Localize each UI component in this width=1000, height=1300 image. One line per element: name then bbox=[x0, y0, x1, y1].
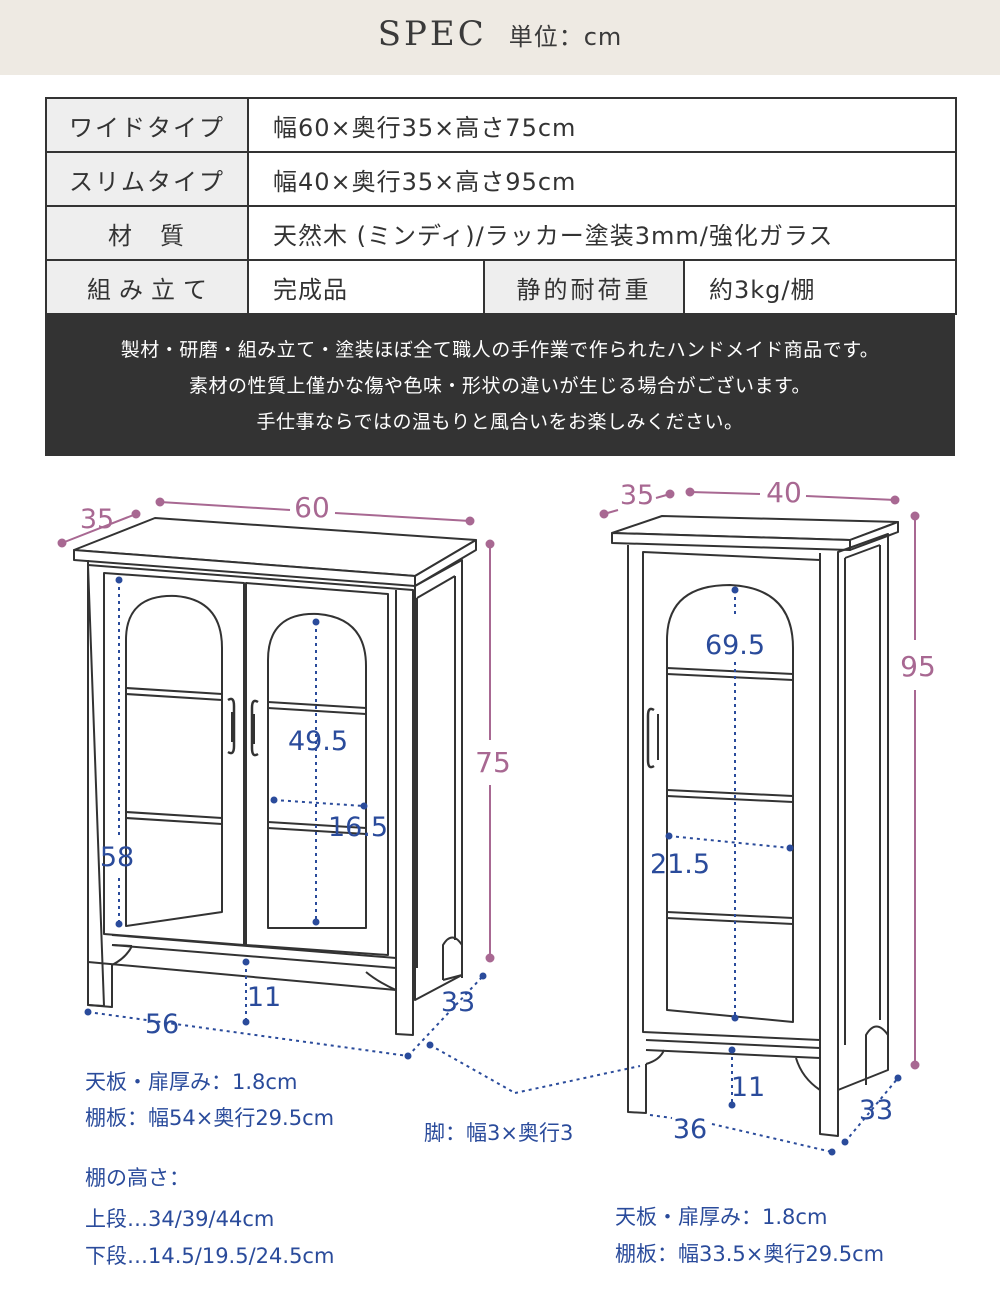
note-line: 手仕事ならではの温もりと風合いをお楽しみください。 bbox=[256, 410, 744, 433]
wide-shelf-depth-label: 16.5 bbox=[328, 812, 388, 843]
wide-height-label: 75 bbox=[475, 746, 511, 779]
slim-outer-dimensions bbox=[599, 487, 920, 1070]
wide-shelf-size: 棚板：幅54×奥行29.5cm bbox=[85, 1106, 335, 1130]
slim-shelf-size: 棚板：幅33.5×奥行29.5cm bbox=[615, 1242, 885, 1266]
slim-shelf-depth-label: 21.5 bbox=[650, 849, 710, 880]
wide-inner-height-label: 58 bbox=[100, 842, 134, 873]
table-row: スリムタイプ 幅40×奥行35×高さ95cm bbox=[45, 151, 958, 207]
wide-type-value: 幅60×奥行35×高さ75cm bbox=[246, 97, 958, 153]
table-row: 組み立て 完成品 静的耐荷重 約3kg/棚 bbox=[45, 259, 958, 315]
slim-top-thickness: 天板・扉厚み：1.8cm bbox=[615, 1205, 828, 1229]
slim-width-label: 40 bbox=[766, 476, 802, 509]
slim-upper-shelf-label: 69.5 bbox=[705, 630, 765, 661]
slim-inner-dimensions bbox=[649, 590, 899, 1153]
craft-note: 製材・研磨・組み立て・塗装ほぼ全て職人の手作業で作られたハンドメイド商品です。 … bbox=[45, 315, 955, 456]
slim-type-value: 幅40×奥行35×高さ95cm bbox=[246, 151, 958, 207]
wide-type-label: ワイドタイプ bbox=[45, 97, 249, 153]
wide-inner-dimensions bbox=[87, 580, 641, 1094]
slim-type-label: スリムタイプ bbox=[45, 151, 249, 207]
table-row: 材 質 天然木 (ミンディ)/ラッカー塗装3mm/強化ガラス bbox=[45, 205, 958, 261]
wide-leg-width-label: 56 bbox=[145, 1009, 179, 1040]
unit-label: 単位：cm bbox=[508, 23, 623, 51]
load-value: 約3kg/棚 bbox=[682, 259, 958, 315]
material-label: 材 質 bbox=[45, 205, 249, 261]
header-title: SPEC 単位：cm bbox=[0, 14, 1000, 54]
slim-leg-depth-label: 33 bbox=[859, 1095, 893, 1126]
wide-cabinet-drawing bbox=[73, 517, 477, 1036]
wide-depth-label: 35 bbox=[80, 504, 114, 535]
slim-height-label: 95 bbox=[900, 650, 936, 683]
slim-cabinet-drawing bbox=[611, 515, 899, 1137]
wide-leg-height-label: 11 bbox=[247, 982, 281, 1013]
wide-leg-depth-label: 33 bbox=[441, 987, 475, 1018]
wide-upper-shelf-label: 49.5 bbox=[288, 726, 348, 757]
header-band bbox=[0, 0, 1000, 75]
wide-inner-dots bbox=[84, 576, 487, 1060]
assembly-value: 完成品 bbox=[247, 259, 485, 315]
load-label: 静的耐荷重 bbox=[483, 259, 685, 315]
shelf-height-title: 棚の高さ： bbox=[85, 1166, 190, 1190]
note-line: 製材・研磨・組み立て・塗装ほぼ全て職人の手作業で作られたハンドメイド商品です。 bbox=[120, 338, 880, 361]
slim-leg-height-label: 11 bbox=[731, 1072, 765, 1103]
material-value: 天然木 (ミンディ)/ラッカー塗装3mm/強化ガラス bbox=[246, 205, 958, 261]
spec-table: ワイドタイプ 幅60×奥行35×高さ75cm スリムタイプ 幅40×奥行35×高… bbox=[45, 97, 958, 315]
upper-tier-heights: 上段…34/39/44cm bbox=[85, 1207, 275, 1231]
cabinet-diagrams: 35 60 75 58 49.5 16.5 11 56 33 bbox=[57, 476, 936, 1156]
wide-top-thickness: 天板・扉厚み：1.8cm bbox=[85, 1070, 298, 1094]
slim-depth-label: 35 bbox=[620, 480, 654, 511]
table-row: ワイドタイプ 幅60×奥行35×高さ75cm bbox=[45, 97, 958, 153]
spec-title: SPEC bbox=[377, 14, 487, 54]
assembly-label: 組み立て bbox=[45, 259, 249, 315]
leg-size: 脚：幅3×奥行3 bbox=[424, 1121, 574, 1145]
wide-width-label: 60 bbox=[294, 491, 330, 524]
slim-leg-width-label: 36 bbox=[673, 1114, 707, 1145]
wide-outer-dimensions bbox=[57, 497, 495, 963]
note-line: 素材の性質上僅かな傷や色味・形状の違いが生じる場合がございます。 bbox=[188, 374, 812, 397]
lower-tier-heights: 下段…14.5/19.5/24.5cm bbox=[85, 1244, 335, 1268]
slim-inner-dots bbox=[665, 586, 902, 1156]
